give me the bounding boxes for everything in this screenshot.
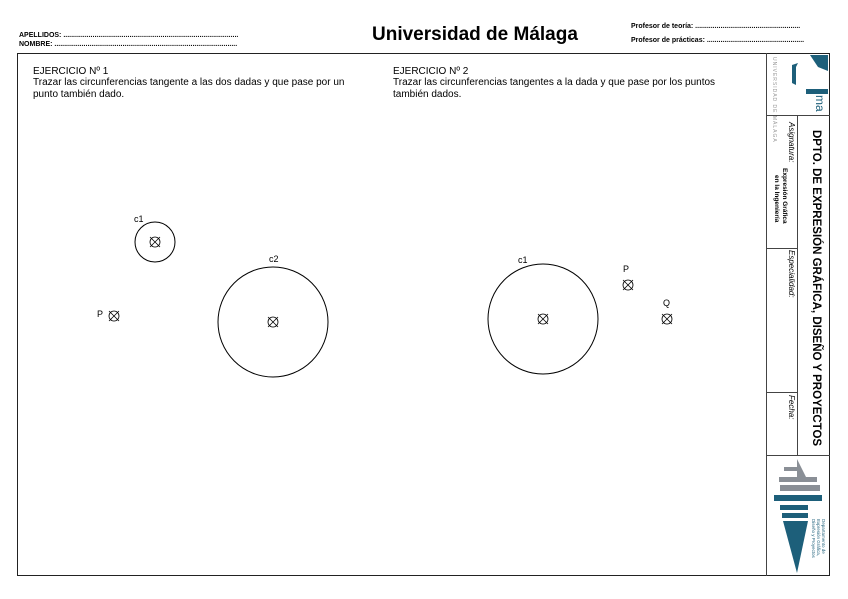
label-c2-ex1: c2 bbox=[269, 254, 279, 264]
asignatura-value-2: en la Ingeniería bbox=[773, 175, 780, 223]
label-c1-ex1: c1 bbox=[134, 214, 144, 224]
page-title: Universidad de Málaga bbox=[372, 24, 578, 45]
drawings: c1 c2 P c1 P Q bbox=[97, 214, 673, 378]
row-divider bbox=[766, 392, 797, 393]
row-divider bbox=[766, 248, 797, 249]
column-divider bbox=[797, 115, 798, 455]
label-p-ex1: P bbox=[97, 309, 103, 319]
department-title: DPTO. DE EXPRESIÓN GRÁFICA, DISEÑO Y PRO… bbox=[810, 130, 822, 447]
especialidad-label: Especialidad: bbox=[787, 250, 796, 298]
circle-c2-ex1 bbox=[217, 266, 329, 378]
apellidos-field[interactable]: APELLIDOS: .............................… bbox=[19, 32, 239, 39]
asignatura-label: Asignatura: bbox=[787, 122, 796, 163]
center-c1-ex2 bbox=[537, 313, 549, 325]
exercise-2-text: Trazar las circunferencias tangentes a l… bbox=[393, 77, 716, 100]
point-p-ex1 bbox=[108, 310, 120, 322]
label-p-ex2: P bbox=[623, 264, 629, 274]
department-logo-text: Departamento de Expresión Gráfica, Diseñ… bbox=[811, 519, 826, 558]
department-logo: Departamento de Expresión Gráfica, Diseñ… bbox=[768, 457, 830, 575]
circle-c1-ex2 bbox=[487, 263, 599, 375]
sidebar-divider bbox=[766, 53, 767, 576]
nombre-field[interactable]: NOMBRE: ................................… bbox=[19, 41, 238, 48]
point-q-ex2 bbox=[661, 313, 673, 325]
exercise-1-title: EJERCICIO Nº 1 bbox=[33, 66, 109, 77]
point-p-ex2 bbox=[622, 279, 634, 291]
center-c1-ex1 bbox=[149, 236, 161, 248]
center-c2-ex1 bbox=[267, 316, 279, 328]
label-q-ex2: Q bbox=[663, 298, 670, 308]
logo-text: ma bbox=[813, 95, 827, 112]
drawing-frame bbox=[17, 53, 830, 576]
uma-logo-mark bbox=[792, 55, 828, 94]
fecha-label: Fecha: bbox=[787, 395, 796, 420]
exercise-1: EJERCICIO Nº 1 Trazar las circunferencia… bbox=[33, 66, 363, 101]
exercise-1-text: Trazar las circunferencias tangente a la… bbox=[33, 77, 345, 100]
department-logo-mark bbox=[774, 459, 822, 573]
label-c1-ex2: c1 bbox=[518, 255, 528, 265]
row-divider bbox=[766, 455, 830, 456]
profesor-teoria-field[interactable]: Profesor de teoría: ....................… bbox=[631, 23, 801, 30]
uma-logo: UNIVERSIDAD DE MÁLAGA ma bbox=[768, 55, 828, 143]
asignatura-value-1: Expresión Gráfica bbox=[781, 168, 788, 224]
exercise-2: EJERCICIO Nº 2 Trazar las circunferencia… bbox=[393, 66, 723, 101]
logo-university-text: UNIVERSIDAD DE MÁLAGA bbox=[771, 57, 777, 143]
circle-c1-ex1 bbox=[134, 221, 176, 263]
logo-divider bbox=[766, 115, 830, 116]
exercise-2-title: EJERCICIO Nº 2 bbox=[393, 66, 469, 77]
profesor-practicas-field[interactable]: Profesor de prácticas: .................… bbox=[631, 37, 805, 44]
